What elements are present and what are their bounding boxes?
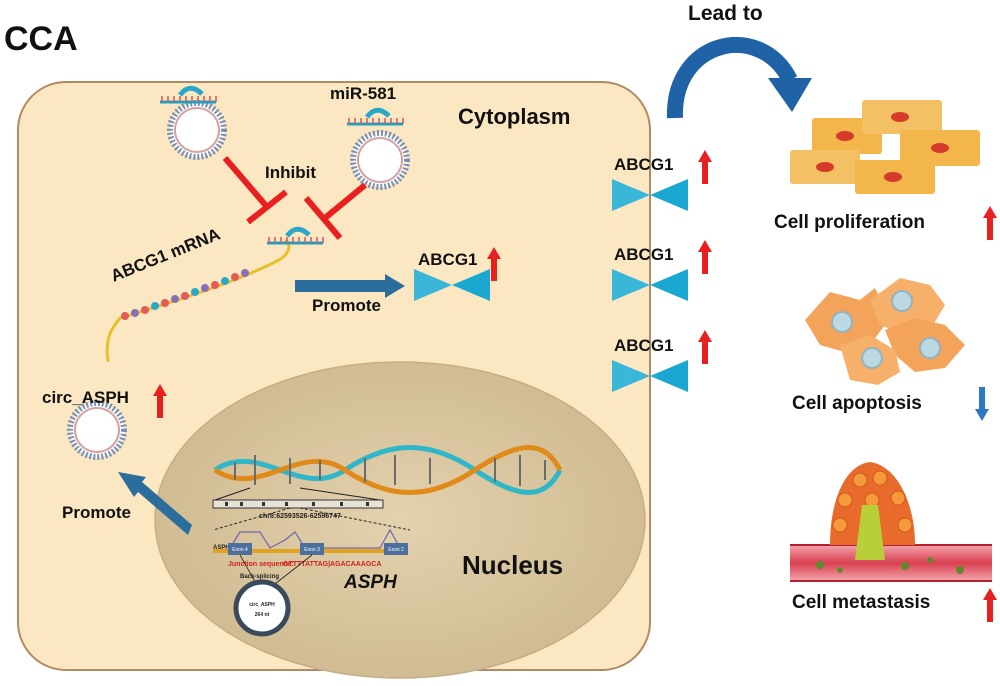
gene-track-label: ASPH (213, 545, 230, 551)
cytoplasm-label: Cytoplasm (458, 104, 571, 129)
exon-3-label: Exon 3 (304, 547, 320, 553)
gene-panel: chr8:62593526-62596747 ASPH Exon 4 Exon … (212, 487, 411, 637)
dna-helix (213, 445, 563, 495)
abcg1-up-arrow-membrane-3 (698, 330, 712, 364)
exon-2-label: Exon 2 (388, 547, 404, 553)
circ-length-label: 264 nt (255, 612, 270, 618)
abcg1-mrna (105, 238, 291, 363)
lead-to-arrow (666, 37, 812, 119)
outcome-proliferation-label: Cell proliferation (774, 212, 925, 233)
abcg1-membrane-label-2: ABCG1 (614, 245, 674, 264)
nucleus-label: Nucleus (462, 550, 564, 580)
backsplice-label: Back-splicing (240, 574, 279, 580)
mirna-label: miR-581 (330, 84, 397, 103)
nucleus (154, 361, 646, 679)
asph-gene-label: ASPH (344, 572, 397, 593)
inhibit-label: Inhibit (265, 163, 316, 182)
promote-arrow-export (118, 472, 192, 535)
figure-title: CCA (4, 20, 78, 58)
circ-asph-label: circ_ASPH (42, 388, 129, 407)
circ-asph-circle (70, 403, 124, 457)
circrna-sponge-right (353, 133, 407, 187)
chrom-label: chr8:62593526-62596747 (259, 513, 341, 520)
proliferation-up-arrow (983, 206, 997, 240)
abcg1-membrane-label-3: ABCG1 (614, 336, 674, 355)
abcg1-membrane-label-1: ABCG1 (614, 155, 674, 174)
outcome-metastasis-label: Cell metastasis (792, 592, 931, 613)
circ-name-label: circ_ASPH (249, 602, 275, 608)
abcg1-cytoplasm-label: ABCG1 (418, 250, 478, 269)
circrna-sponge-left (170, 103, 224, 157)
apoptosis-cells-image (805, 278, 965, 385)
promote-export-label: Promote (62, 503, 131, 522)
lead-to-label: Lead to (688, 2, 763, 25)
exon-4-label: Exon 4 (232, 547, 248, 553)
proliferation-cells-image (790, 100, 980, 194)
inhibit-arrow-right (303, 182, 367, 240)
junction-label: Junction sequence: (228, 561, 294, 568)
promote-abcg1-label: Promote (312, 296, 381, 315)
inhibit-arrow-left (222, 156, 288, 225)
abcg1-up-arrow-membrane-2 (698, 240, 712, 274)
apoptosis-down-arrow (975, 387, 989, 421)
promote-arrow-abcg1 (295, 274, 405, 298)
outcome-apoptosis-label: Cell apoptosis (792, 393, 922, 414)
abcg1-up-arrow-membrane-1 (698, 150, 712, 184)
metastasis-up-arrow (983, 588, 997, 622)
metastasis-image (790, 462, 992, 582)
junction-sequence: GTTTTATTAG|AGACAAAGCA (283, 561, 381, 568)
